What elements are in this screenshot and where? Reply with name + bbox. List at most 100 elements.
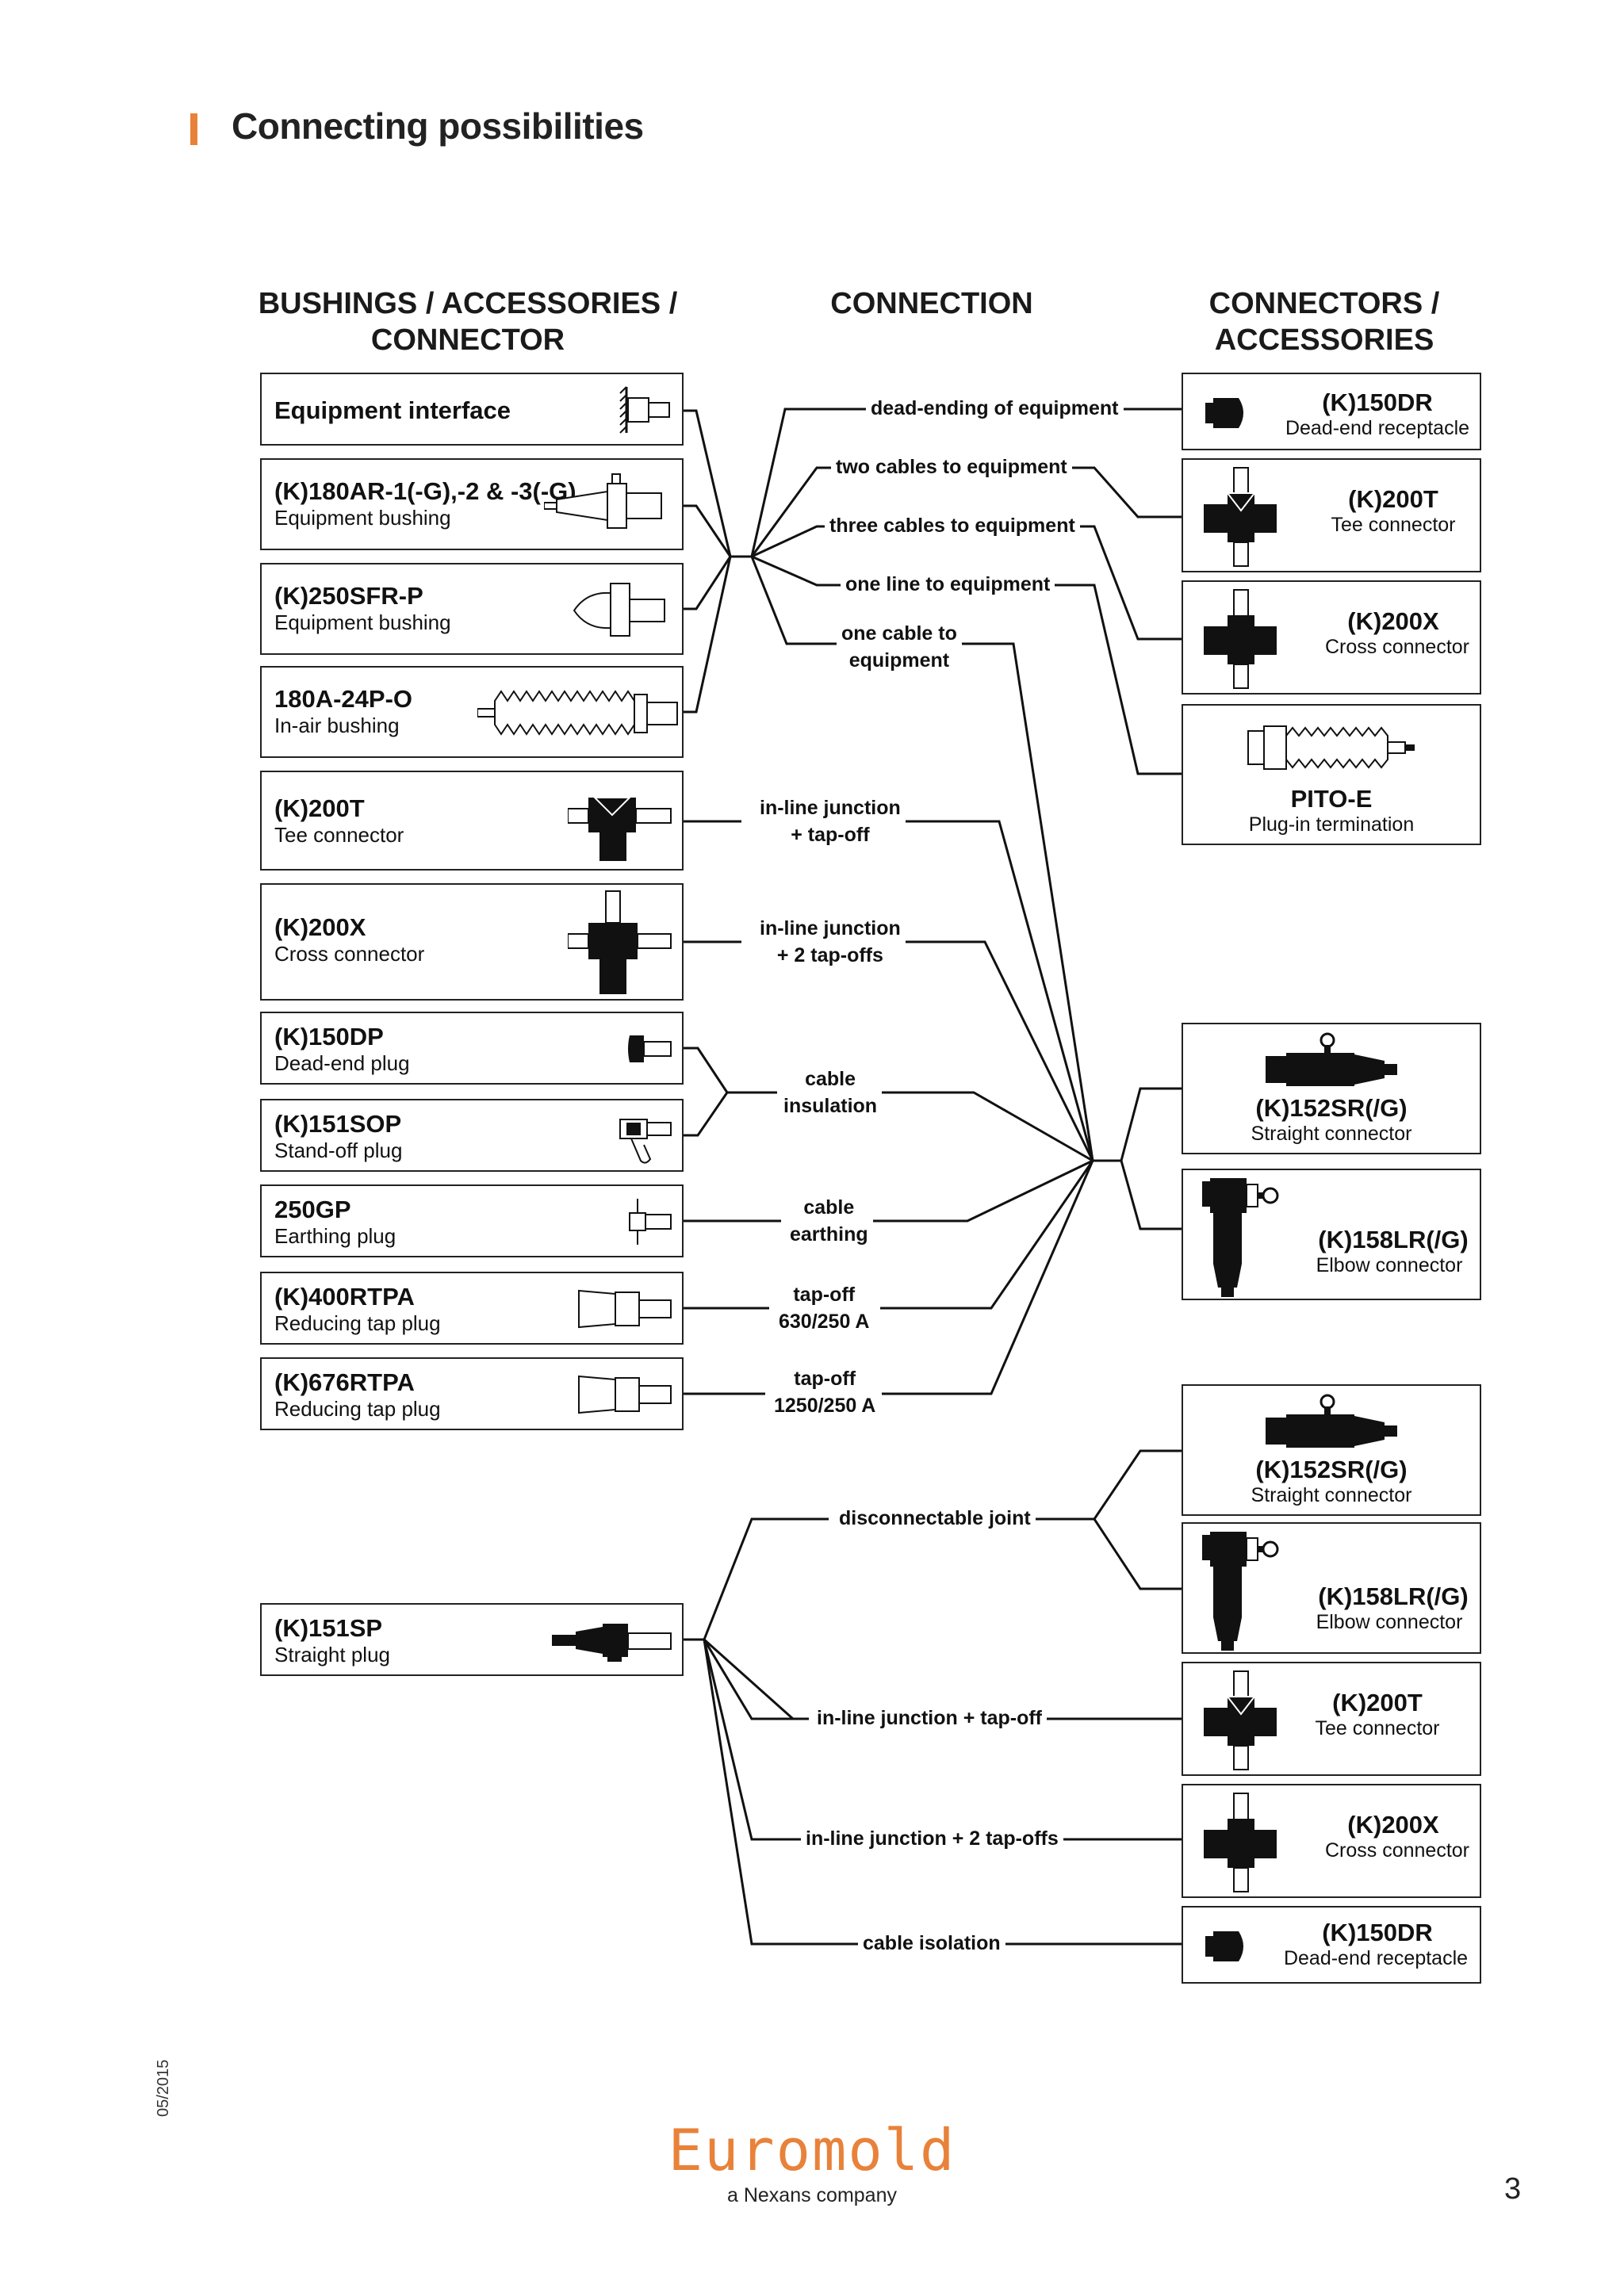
equipment-interface-icon <box>619 386 670 434</box>
item-name: (K)150DR <box>1322 388 1433 416</box>
connection-disconnectable-joint: disconnectable joint <box>834 1505 1036 1532</box>
connection-inline-2tapoffs-line-2: + 2 tap-offs <box>776 944 883 966</box>
line-hub-158lr <box>1120 1160 1182 1230</box>
line-180ar <box>684 504 732 557</box>
right-item-150dr-b[interactable]: (K)150DR Dead-end receptacle <box>1182 1906 1481 1984</box>
reducing-tap-plug-icon <box>578 1375 672 1414</box>
item-subtitle: Straight connector <box>1251 1484 1412 1506</box>
right-item-158lr-a[interactable]: (K)158LR(/G) Elbow connector <box>1182 1169 1481 1300</box>
connection-one-cable-line-1: one cable to <box>841 622 957 645</box>
line-250sfr <box>684 556 732 610</box>
left-header-line-2: CONNECTOR <box>370 323 565 357</box>
left-item-200x[interactable]: (K)200X Cross connector <box>260 883 684 1001</box>
right-item-158lr-b[interactable]: (K)158LR(/G) Elbow connector <box>1182 1522 1481 1654</box>
item-name: Equipment interface <box>274 396 511 424</box>
connection-inline-tapoff-line-1: in-line junction <box>760 797 901 819</box>
right-item-200t-b[interactable]: (K)200T Tee connector <box>1182 1662 1481 1776</box>
connection-tapoff-630-line-1: tap-off <box>793 1284 856 1306</box>
straight-connector-icon <box>1266 1394 1397 1448</box>
item-subtitle: Dead-end plug <box>274 1051 410 1075</box>
page-number: 3 <box>1504 2172 1522 2206</box>
right-item-152sr-b[interactable]: (K)152SR(/G) Straight connector <box>1182 1384 1481 1516</box>
connection-tapoff-630: tap-off 630/250 A <box>774 1281 875 1335</box>
connection-tapoff-1250-line-1: tap-off <box>794 1368 856 1390</box>
right-item-200x-b[interactable]: (K)200X Cross connector <box>1182 1784 1481 1898</box>
connection-inline-tapoff-line-2: + tap-off <box>791 824 870 846</box>
connection-cable-earthing-line-1: cable <box>803 1196 855 1219</box>
left-item-180ar[interactable]: (K)180AR-1(-G),-2 & -3(-G) Equipment bus… <box>260 458 684 550</box>
item-subtitle: Elbow connector <box>1316 1254 1463 1276</box>
line-inline-2tapoffs-hub <box>892 940 1094 1161</box>
line-one-cable-hub <box>959 642 1094 1161</box>
equipment-bushing-icon <box>544 473 662 529</box>
title-accent-bar <box>190 113 197 145</box>
right-header-line-1: CONNECTORS / <box>1208 287 1440 320</box>
stand-off-plug-icon <box>619 1119 672 1164</box>
connection-cable-isolation: cable isolation <box>858 1930 1005 1957</box>
center-column-header: CONNECTION <box>830 287 1033 320</box>
left-item-151sp[interactable]: (K)151SP Straight plug <box>260 1603 684 1676</box>
item-subtitle: Cross connector <box>1324 636 1470 658</box>
item-name: (K)250SFR-P <box>274 582 423 610</box>
left-item-150dp[interactable]: (K)150DP Dead-end plug <box>260 1012 684 1085</box>
connection-cable-insulation-line-1: cable <box>805 1068 856 1090</box>
left-item-151sop[interactable]: (K)151SOP Stand-off plug <box>260 1099 684 1172</box>
line-disc-158lr <box>1093 1518 1182 1590</box>
left-item-676rtpa[interactable]: (K)676RTPA Reducing tap plug <box>260 1357 684 1430</box>
left-item-400rtpa[interactable]: (K)400RTPA Reducing tap plug <box>260 1272 684 1345</box>
left-header-line-1: BUSHINGS / ACCESSORIES / <box>258 287 678 320</box>
publication-date: 05/2015 <box>155 2059 172 2117</box>
brand-logo: Euromold <box>668 2117 956 2183</box>
line-equipment-interface <box>684 409 752 558</box>
item-name: (K)152SR(/G) <box>1255 1456 1408 1483</box>
item-name: (K)150DP <box>274 1023 384 1050</box>
item-name: (K)200X <box>1347 607 1439 635</box>
item-name: PITO-E <box>1290 785 1373 813</box>
connection-inline-2tapoffs: in-line junction + 2 tap-offs <box>755 915 906 969</box>
dead-end-plug-icon <box>628 1035 672 1062</box>
right-item-200x[interactable]: (K)200X Cross connector <box>1182 580 1481 695</box>
left-item-250sfr[interactable]: (K)250SFR-P Equipment bushing <box>260 563 684 655</box>
right-header-line-2: ACCESSORIES <box>1214 323 1434 357</box>
tee-connector-icon <box>1204 1670 1277 1770</box>
right-item-200t[interactable]: (K)200T Tee connector <box>1182 458 1481 572</box>
line-insulation-hub <box>880 1091 1094 1162</box>
connection-one-cable: one cable to equipment <box>837 620 962 674</box>
line-151sop-left <box>684 1092 729 1137</box>
right-item-152sr-a[interactable]: (K)152SR(/G) Straight connector <box>1182 1023 1481 1154</box>
item-subtitle: Straight connector <box>1251 1123 1412 1145</box>
item-subtitle: Tee connector <box>274 823 404 847</box>
left-item-200t[interactable]: (K)200T Tee connector <box>260 771 684 871</box>
item-subtitle: Elbow connector <box>1316 1611 1463 1633</box>
connection-tapoff-630-line-2: 630/250 A <box>779 1311 870 1333</box>
left-item-250gp[interactable]: 250GP Earthing plug <box>260 1184 684 1257</box>
line-disc-152sr <box>1093 1449 1182 1520</box>
item-name: (K)400RTPA <box>274 1283 415 1311</box>
item-subtitle: Dead-end receptacle <box>1285 417 1470 439</box>
cross-connector-icon <box>1204 1793 1277 1892</box>
line-inline-tapoff-hub <box>892 820 1094 1161</box>
item-name: 180A-24P-O <box>274 685 413 713</box>
line-cable-isolation-b <box>703 1639 860 1946</box>
line-1250-hub <box>882 1160 1094 1395</box>
brand-tagline: a Nexans company <box>726 2184 897 2206</box>
earthing-plug-icon <box>629 1199 672 1245</box>
line-150dp-left <box>684 1047 777 1094</box>
reducing-tap-plug-icon <box>578 1289 672 1329</box>
connection-inline-2tapoffs-line-1: in-line junction <box>760 917 901 939</box>
item-subtitle: In-air bushing <box>274 714 400 737</box>
connection-three-cables: three cables to equipment <box>825 512 1080 539</box>
left-item-180a24p[interactable]: 180A-24P-O In-air bushing <box>260 666 684 758</box>
item-name: (K)180AR-1(-G),-2 & -3(-G) <box>274 477 576 505</box>
left-item-equipment-interface[interactable]: Equipment interface <box>260 373 684 446</box>
connection-cable-insulation: cable insulation <box>779 1066 883 1119</box>
item-subtitle: Cross connector <box>274 942 425 966</box>
connection-cable-earthing-line-2: earthing <box>790 1223 868 1246</box>
line-one-cable <box>750 556 837 645</box>
item-name: (K)200T <box>1332 1689 1423 1716</box>
item-name: (K)152SR(/G) <box>1255 1094 1408 1122</box>
tee-connector-icon <box>568 797 672 861</box>
right-item-150dr[interactable]: (K)150DR Dead-end receptacle <box>1182 373 1481 450</box>
right-item-pito-e[interactable]: PITO-E Plug-in termination <box>1182 704 1481 845</box>
line-one-line <box>751 555 841 587</box>
